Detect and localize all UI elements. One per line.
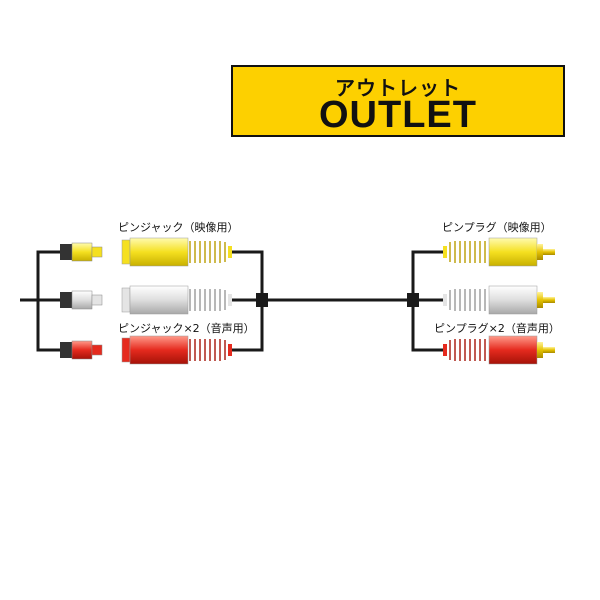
left-video-cable (232, 250, 264, 297)
jack-audio-label: ピンジャック×2（音声用） (118, 322, 255, 335)
plug-white (443, 285, 555, 315)
small-plug-white (60, 290, 103, 310)
jack-video-label: ピンジャック（映像用） (118, 221, 239, 234)
jack-white (121, 285, 232, 315)
right-video-cable (411, 250, 443, 297)
right-plugs (443, 237, 555, 365)
small-plug-yellow (60, 242, 103, 262)
banner-latin-title: OUTLET (319, 94, 477, 136)
jack-yellow (121, 237, 232, 267)
outlet-banner: アウトレット OUTLET (231, 65, 565, 137)
left-jacks (121, 237, 232, 365)
plug-audio-label: ピンプラグ×2（音声用） (434, 322, 560, 335)
plug-yellow (443, 237, 555, 267)
small-plugs (60, 242, 103, 360)
small-plug-red (60, 340, 103, 360)
cables (20, 250, 443, 352)
plug-red (443, 335, 555, 365)
jack-red (121, 335, 232, 365)
banner-kana-title: アウトレット (335, 76, 461, 100)
left-audio-cable (232, 303, 264, 352)
right-split-block (407, 293, 419, 307)
left-split-block (256, 293, 268, 307)
right-audio-cable (411, 303, 443, 352)
plug-video-label: ピンプラグ（映像用） (442, 221, 552, 234)
